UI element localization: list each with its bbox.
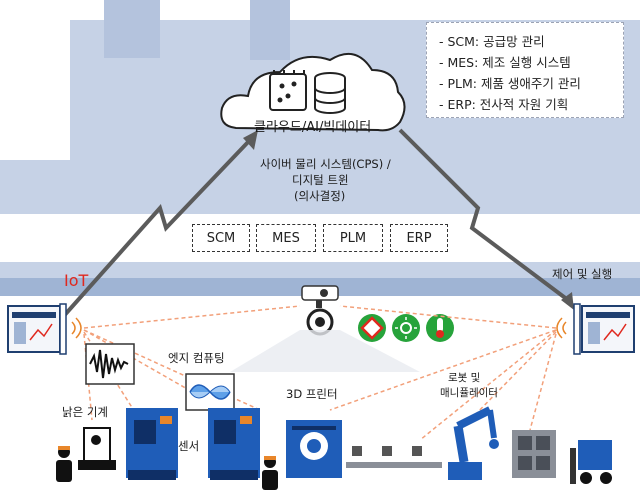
cnc-machine-2 — [208, 408, 260, 480]
3d-printer-label: 3D 프린터 — [286, 387, 338, 401]
alert-sensor-icon — [358, 314, 386, 342]
left-wifi-icon — [71, 317, 82, 339]
robot-label-2: 매니퓰레이터 — [440, 387, 498, 399]
chimney — [104, 0, 160, 58]
database-icon — [314, 72, 346, 114]
control-label: 제어 및 실행 — [552, 267, 613, 281]
3d-printer — [286, 420, 342, 478]
forklift — [570, 440, 612, 484]
old-machine — [78, 427, 116, 470]
light-sensor-icon — [392, 314, 420, 342]
chimney-2 — [250, 0, 290, 60]
downlink-arrowhead — [561, 292, 574, 310]
temperature-sensor-icon — [426, 314, 454, 342]
cps-line-2: 디지털 트윈 — [292, 173, 349, 187]
legend-item-scm: - SCM: 공급망 관리 — [439, 34, 545, 49]
sound-wave-panel — [85, 343, 135, 385]
left-monitor-icon — [7, 303, 67, 355]
cloud-shape — [220, 52, 406, 132]
legend-item-mes: - MES: 제조 실행 시스템 — [439, 55, 571, 70]
conveyor-belt — [346, 446, 442, 468]
system-box-plm: PLM — [323, 224, 383, 252]
projector-icon — [301, 285, 339, 336]
right-wifi-icon — [556, 317, 567, 339]
legend-item-plm: - PLM: 제품 생애주기 관리 — [439, 76, 581, 91]
system-box-erp: ERP — [390, 224, 448, 252]
cps-line-3: (의사결정) — [294, 189, 346, 203]
cloud-label: 클라우드/AI/빅데이터 — [254, 120, 372, 135]
legend-item-erp: - ERP: 전사적 자원 기획 — [439, 97, 569, 112]
ai-chip-icon — [269, 70, 307, 111]
acronym-legend: - SCM: 공급망 관리 - MES: 제조 실행 시스템 - PLM: 제품… — [426, 22, 624, 118]
cnc-machine-1 — [126, 408, 178, 480]
cps-line-1: 사이버 물리 시스템(CPS) / — [260, 157, 391, 171]
robot-label-1: 로봇 및 — [448, 372, 481, 384]
uplink-arrowhead — [243, 130, 258, 150]
uplink-arrow — [60, 138, 252, 320]
downlink-arrow — [398, 128, 570, 302]
right-monitor-icon — [573, 303, 635, 355]
projection-cone — [230, 330, 420, 372]
edge-wave-panel — [185, 373, 235, 411]
worker-right — [262, 456, 278, 490]
iot-label: IoT — [64, 271, 89, 290]
edge-computing-label: 엣지 컴퓨팅 — [168, 351, 225, 365]
robot-arm — [448, 406, 499, 480]
storage-rack — [512, 430, 556, 478]
system-band — [0, 214, 640, 262]
system-box-scm: SCM — [192, 224, 250, 252]
worker-left — [56, 446, 72, 482]
old-machine-label: 낡은 기계 — [62, 405, 108, 419]
sensor-label: 센서 — [178, 439, 200, 453]
system-box-mes: MES — [256, 224, 316, 252]
